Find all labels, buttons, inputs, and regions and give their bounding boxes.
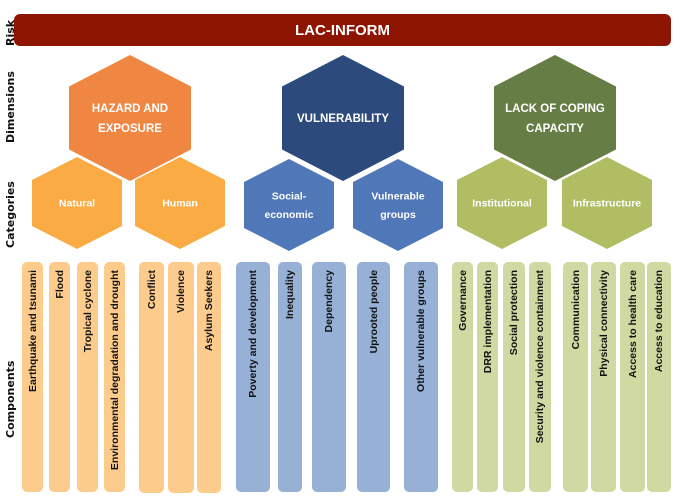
component-label: Tropical cyclone bbox=[81, 270, 94, 353]
component-label: Earthquake and tsunami bbox=[26, 270, 39, 392]
component-label: Uprooted people bbox=[367, 270, 380, 354]
component-bar: Inequality bbox=[278, 262, 302, 492]
component-bar: Access to health care bbox=[620, 262, 645, 492]
component-bar: Violence bbox=[168, 262, 194, 493]
component-label: Inequality bbox=[284, 270, 296, 320]
category-hex bbox=[457, 157, 547, 249]
component-bar: DRR implementation bbox=[477, 262, 498, 492]
risk-title: LAC-INFORM bbox=[295, 21, 390, 39]
category-hex-label: groups bbox=[380, 209, 416, 221]
category-hex-label: Social- bbox=[272, 190, 307, 202]
dimension-hex-label: CAPACITY bbox=[526, 123, 584, 135]
component-label: Conflict bbox=[145, 270, 158, 310]
component-bar: Tropical cyclone bbox=[77, 262, 98, 492]
component-label: Poverty and development bbox=[247, 270, 259, 398]
component-label: Access to health care bbox=[626, 270, 639, 378]
component-label: Security and violence containment bbox=[534, 270, 546, 444]
component-label: DRR implementation bbox=[481, 270, 494, 374]
component-label: Other vulnerable groups bbox=[415, 270, 427, 392]
category-hex-label: Institutional bbox=[472, 198, 532, 210]
category-hex-label: Infrastructure bbox=[573, 198, 641, 210]
component-bar: Governance bbox=[452, 262, 473, 492]
component-label: Dependency bbox=[323, 270, 335, 333]
component-bar: Poverty and development bbox=[236, 262, 270, 492]
component-label: Access to education bbox=[653, 270, 665, 373]
dimension-hex bbox=[282, 55, 404, 181]
dimension-hex-label: HAZARD AND bbox=[92, 103, 168, 115]
component-bar: Dependency bbox=[312, 262, 346, 492]
category-hex-label: Natural bbox=[59, 198, 95, 210]
component-bar: Social protection bbox=[503, 262, 525, 492]
component-bar: Uprooted people bbox=[357, 262, 390, 492]
component-bar: Earthquake and tsunami bbox=[22, 262, 43, 492]
component-bar: Flood bbox=[49, 262, 70, 492]
component-bar: Environmental degradation and drought bbox=[104, 262, 125, 492]
dimension-hex-label: EXPOSURE bbox=[98, 123, 162, 135]
dimension-hex bbox=[494, 55, 616, 181]
component-label: Asylum Seekers bbox=[203, 270, 215, 352]
component-bar: Communication bbox=[563, 262, 588, 492]
category-hex bbox=[135, 157, 225, 249]
category-hex bbox=[32, 157, 122, 249]
category-hex-label: economic bbox=[264, 209, 313, 221]
component-bar: Security and violence containment bbox=[529, 262, 551, 492]
component-label: Social protection bbox=[508, 270, 520, 356]
category-hex bbox=[562, 157, 652, 249]
component-label: Environmental degradation and drought bbox=[108, 270, 121, 471]
component-bar: Asylum Seekers bbox=[197, 262, 221, 493]
component-bar: Physical connectivity bbox=[591, 262, 616, 492]
component-bar: Other vulnerable groups bbox=[404, 262, 438, 492]
component-label: Physical connectivity bbox=[597, 270, 610, 377]
component-label: Governance bbox=[456, 270, 469, 331]
category-hex-label: Human bbox=[162, 198, 198, 210]
component-bar: Conflict bbox=[139, 262, 164, 493]
dimension-hex-label: LACK OF COPING bbox=[505, 103, 605, 115]
dimension-hex-label: VULNERABILITY bbox=[297, 113, 389, 125]
component-label: Violence bbox=[175, 270, 187, 313]
component-label: Flood bbox=[53, 270, 66, 299]
category-hex bbox=[244, 159, 334, 251]
component-label: Communication bbox=[569, 270, 582, 350]
component-bar: Access to education bbox=[647, 262, 671, 492]
category-hex bbox=[353, 159, 443, 251]
risk-banner: LAC-INFORM bbox=[14, 14, 671, 46]
category-hex-label: Vulnerable bbox=[371, 190, 424, 202]
dimension-hex bbox=[69, 55, 191, 181]
